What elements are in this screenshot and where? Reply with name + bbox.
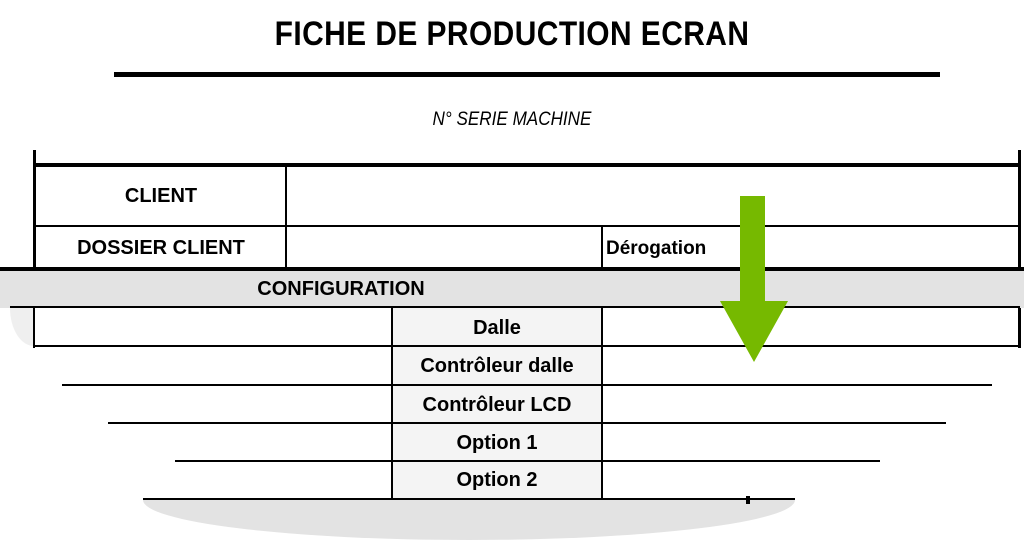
option-2-label: Option 2 <box>456 469 538 491</box>
dossier-client-field[interactable] <box>288 228 601 268</box>
dalle-field[interactable] <box>604 308 1018 345</box>
arrow-down-icon <box>720 196 788 362</box>
dalle-label: Dalle <box>473 317 521 339</box>
controleur-dalle-label: Contrôleur dalle <box>420 355 574 377</box>
bottom-corner-mark <box>746 496 750 504</box>
configuration-title: CONFIGURATION <box>257 278 425 300</box>
controleur-lcd-field[interactable] <box>604 386 946 423</box>
client-label: CLIENT <box>124 185 198 207</box>
option-1-label: Option 1 <box>456 432 538 454</box>
derogation-divider <box>601 227 603 269</box>
config-left-border <box>33 308 35 348</box>
option-1-field[interactable] <box>604 424 880 461</box>
header-col-divider <box>285 165 287 269</box>
option-2-field[interactable] <box>604 462 774 498</box>
label-column <box>392 308 602 500</box>
config-top-rule <box>0 267 1024 271</box>
client-field[interactable] <box>288 167 1018 225</box>
controleur-lcd-label: Contrôleur LCD <box>422 394 572 416</box>
serial-number-label: N° SERIE MACHINE <box>432 109 592 130</box>
header-table: CLIENT DOSSIER CLIENT Dérogation <box>0 150 1024 270</box>
config-row-controleur-dalle: Contrôleur dalle <box>0 347 1024 385</box>
dossier-client-label: DOSSIER CLIENT <box>77 237 245 259</box>
config-row-option-2: Option 2 <box>0 462 1024 500</box>
config-right-border <box>1018 308 1021 348</box>
document-title: FICHE DE PRODUCTION ECRAN <box>274 15 750 53</box>
label-col-left-border <box>391 308 393 500</box>
table-right-border <box>1018 150 1021 270</box>
row-rule-1 <box>34 345 1020 347</box>
config-row-controleur-lcd: Contrôleur LCD <box>0 386 1024 424</box>
row-rule-5 <box>143 498 795 500</box>
controleur-dalle-field[interactable] <box>604 347 992 384</box>
config-row-dalle: Dalle <box>0 308 1024 346</box>
table-top-rule <box>34 163 1020 167</box>
bottom-edge-shade <box>143 500 795 540</box>
config-band-bottom-rule <box>10 306 1020 308</box>
config-row-option-1: Option 1 <box>0 424 1024 462</box>
row-rule-4 <box>175 460 880 462</box>
title-rule <box>114 72 940 77</box>
table-left-border <box>33 150 36 270</box>
row-rule-3 <box>108 422 946 424</box>
label-col-right-border <box>601 308 603 500</box>
configuration-band <box>0 268 1024 308</box>
row-rule-2 <box>62 384 992 386</box>
client-row-rule <box>34 225 1020 227</box>
derogation-label: Dérogation <box>606 238 707 259</box>
configuration-table: Dalle Contrôleur dalle Contrôleur LCD Op… <box>0 308 1024 500</box>
